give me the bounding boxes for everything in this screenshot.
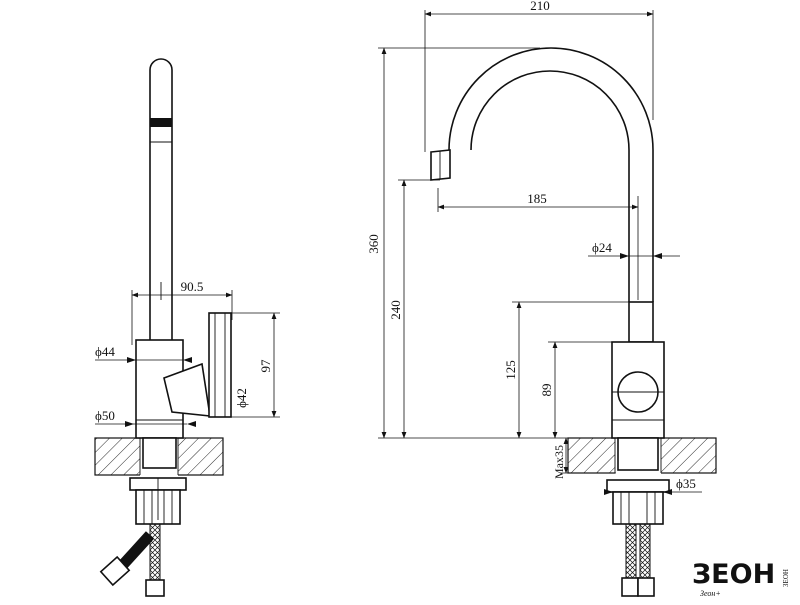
dim-dia-50: ϕ50 xyxy=(95,408,196,427)
dim-max-35-label: Max35 xyxy=(552,445,566,479)
dim-height-125-label: 125 xyxy=(503,360,518,380)
side-handle xyxy=(163,312,232,418)
dim-width-210-label: 210 xyxy=(530,0,550,13)
front-fixing xyxy=(606,479,670,525)
front-spout xyxy=(430,47,654,302)
dim-max-35: Max35 xyxy=(552,437,616,479)
dim-dia-42: ϕ42 xyxy=(234,388,249,408)
dim-height-89-label: 89 xyxy=(539,384,554,397)
dim-dia-35-label: ϕ35 xyxy=(676,476,696,491)
dim-dia-24-label: ϕ24 xyxy=(592,240,612,255)
dim-height-240: 240 xyxy=(388,179,440,439)
side-body xyxy=(135,339,184,469)
dim-height-240-label: 240 xyxy=(388,300,403,320)
dim-dia-24: ϕ24 xyxy=(588,240,680,259)
dim-spout-185: 185 xyxy=(437,188,639,300)
dim-height-97-label: 97 xyxy=(258,359,273,373)
brand-subtitle: Зеон+ xyxy=(700,589,721,598)
dim-spout-185-label: 185 xyxy=(527,191,547,206)
dim-reach: 90.5 xyxy=(131,279,233,345)
dim-dia-42-label: ϕ42 xyxy=(234,388,249,408)
dim-dia-50-label: ϕ50 xyxy=(95,408,115,423)
dim-width-210: 210 xyxy=(424,0,654,152)
dim-height-125: 125 xyxy=(503,301,629,439)
dim-height-97: 97 xyxy=(231,312,280,418)
brand-logo: ЗЕОН ЗЕОН Зеон+ xyxy=(692,559,790,598)
dim-dia-44: ϕ44 xyxy=(95,344,192,363)
dim-height-360-label: 360 xyxy=(366,234,381,254)
side-fixing xyxy=(129,477,187,525)
dim-height-360: 360 xyxy=(366,47,612,439)
brand-tagline-vertical: ЗЕОН xyxy=(782,569,790,587)
dim-height-89: 89 xyxy=(539,341,612,439)
side-view: 90.5 ϕ44 ϕ50 ϕ42 97 xyxy=(94,58,280,597)
side-spout xyxy=(149,58,173,340)
dim-reach-label: 90.5 xyxy=(181,279,204,294)
dim-dia-35: ϕ35 xyxy=(604,476,702,495)
side-hoses xyxy=(99,523,165,597)
dim-dia-44-label: ϕ44 xyxy=(95,344,115,359)
brand-name: ЗЕОН xyxy=(692,559,775,590)
front-hoses xyxy=(621,523,655,597)
front-body xyxy=(611,301,665,471)
front-view: 210 360 240 185 ϕ24 xyxy=(366,0,717,597)
